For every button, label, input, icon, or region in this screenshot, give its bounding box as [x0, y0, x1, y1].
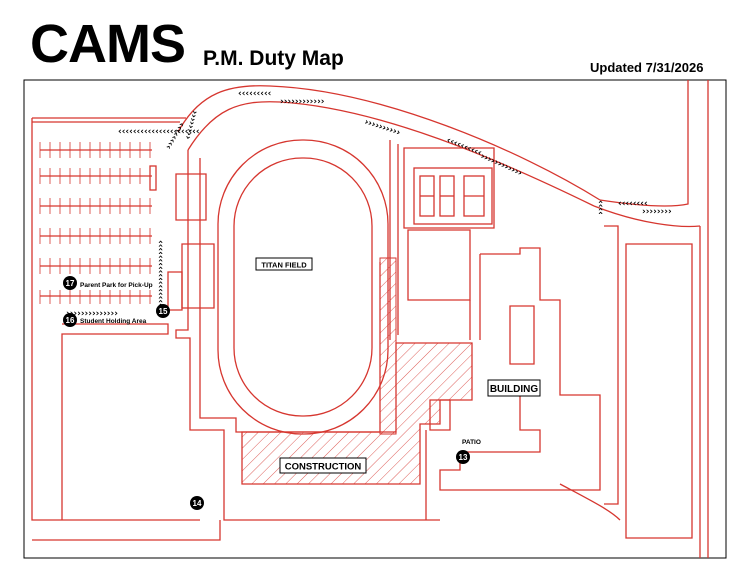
svg-text:BUILDING: BUILDING — [490, 384, 539, 395]
svg-text:‹‹‹‹‹‹‹‹‹‹: ‹‹‹‹‹‹‹‹‹‹ — [445, 136, 483, 159]
label-student-holding: Student Holding Area — [80, 318, 147, 325]
svg-text:TITAN FIELD: TITAN FIELD — [261, 261, 307, 270]
track — [217, 139, 389, 435]
svg-text:››››››››››››››: ›››››››››››››› — [66, 309, 118, 319]
svg-text:››››››››: ›››››››› — [642, 207, 672, 217]
duty-post-16: 16 — [63, 313, 77, 327]
svg-text:‹‹‹‹‹‹‹‹‹‹‹‹‹‹‹‹‹‹‹‹‹‹: ‹‹‹‹‹‹‹‹‹‹‹‹‹‹‹‹‹‹‹‹‹‹ — [118, 127, 200, 137]
label-titan-field: TITAN FIELD — [255, 257, 313, 271]
svg-text:CONSTRUCTION: CONSTRUCTION — [285, 462, 362, 473]
svg-text:17: 17 — [66, 279, 75, 288]
parking-stalls — [39, 142, 151, 304]
svg-text:‹‹‹‹: ‹‹‹‹ — [595, 200, 605, 215]
map-border — [23, 79, 727, 559]
svg-text:13: 13 — [459, 453, 468, 462]
svg-text:‹‹‹‹‹‹‹‹‹: ‹‹‹‹‹‹‹‹‹ — [238, 89, 271, 99]
duty-post-17: 17 — [63, 276, 77, 290]
page-title: CAMS — [30, 14, 186, 74]
duty-post-13: 13 — [456, 450, 470, 464]
svg-text:14: 14 — [193, 499, 202, 508]
svg-text:15: 15 — [159, 307, 168, 316]
svg-text:16: 16 — [66, 316, 75, 325]
label-parent-park: Parent Park for Pick-Up — [80, 282, 153, 289]
construction-strip — [379, 257, 397, 435]
road-network — [31, 80, 709, 558]
label-construction: CONSTRUCTION — [279, 457, 367, 474]
page-subtitle: P.M. Duty Map — [203, 47, 344, 70]
duty-post-14: 14 — [190, 496, 204, 510]
svg-text:‹‹‹‹‹‹‹‹: ‹‹‹‹‹‹‹‹ — [618, 199, 648, 209]
updated-date: Updated 7/31/2026 — [590, 60, 704, 75]
label-patio: PATIO — [462, 439, 481, 446]
svg-text:‹‹‹‹‹‹‹‹‹‹‹‹‹‹‹‹‹‹: ‹‹‹‹‹‹‹‹‹‹‹‹‹‹‹‹‹‹ — [155, 240, 165, 307]
tennis-courts — [413, 167, 493, 225]
label-building: BUILDING — [487, 379, 541, 397]
duty-post-15: 15 — [156, 304, 170, 318]
svg-text:››››››››››››: ›››››››››››› — [280, 97, 325, 107]
